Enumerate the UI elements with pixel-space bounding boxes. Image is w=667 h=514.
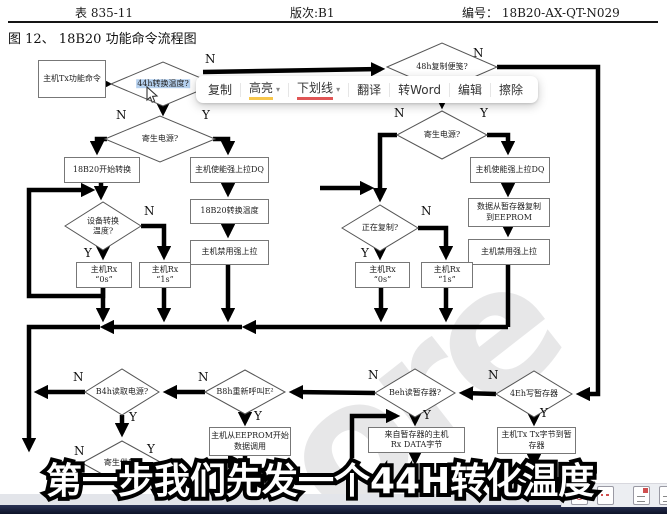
doc-fold-icon[interactable] [633, 486, 650, 505]
branch-label-n: N [116, 108, 127, 122]
menu-item-label: 复制 [208, 82, 233, 97]
flow-box-tx-bytes: 主机Tx Tx字节到暂 存器 [497, 427, 576, 454]
flow-box-disable-pullup-right: 主机禁用强上拉 [468, 239, 550, 265]
flow-box-start: 主机Tx功能命令 [38, 60, 106, 98]
selected-text[interactable]: 44h转换温度? [136, 79, 190, 89]
branch-label-n: N [74, 444, 85, 458]
menu-item-edit[interactable]: 编辑 [450, 81, 490, 99]
chevron-down-icon[interactable]: ▾ [336, 85, 341, 94]
branch-label-y: Y [361, 246, 369, 260]
branch-label-y: Y [129, 410, 137, 424]
flow-diamond-beh: Beh读暂存器? [388, 388, 442, 398]
menu-item-copy[interactable]: 复制 [200, 81, 240, 99]
flow-box-start-convert: 18B20开始转换 [64, 157, 140, 183]
doc-target-icon[interactable] [571, 486, 588, 505]
menu-item-label: 擦除 [498, 82, 523, 97]
figure-title: 图 12、 18B20 功能命令流程图 [8, 32, 197, 47]
flow-box-convert-temp: 18B20转换温度 [190, 199, 269, 224]
header-table-no: 表 835-11 [75, 6, 134, 20]
branch-label-y: Y [202, 108, 210, 122]
branch-label-n: N [473, 46, 484, 60]
menu-item-label: 编辑 [457, 82, 482, 97]
flow-diamond-parasite-left: 寄生电源? [141, 134, 179, 144]
menu-divider [348, 82, 350, 97]
flow-diamond-4eh: 4Eh写暂存器 [509, 389, 559, 399]
header-divider [8, 21, 658, 23]
branch-label-n: N [488, 368, 499, 382]
flow-box-enable-pullup-right: 主机使能强上拉DQ [470, 157, 550, 183]
branch-label-y: Y [147, 442, 155, 456]
branch-label-y: Y [480, 106, 488, 120]
flow-diamond-parasite-right: 寄生电源? [423, 130, 461, 140]
menu-divider [288, 82, 290, 97]
menu-item-label: 下划线 [297, 79, 334, 100]
menu-item-erase[interactable]: 擦除 [491, 81, 531, 99]
branch-label-n: N [73, 370, 84, 384]
menu-item-label: 高亮 [249, 79, 274, 100]
header-version: 版次:B1 [290, 6, 335, 20]
menu-item-label: 转Word [398, 82, 441, 97]
menu-item-underline[interactable]: 下划线▾ [289, 79, 348, 100]
flow-box-rx1-right: 主机Rx “1s” [421, 262, 473, 288]
flow-diamond-44h: 44h转换温度? [136, 79, 190, 89]
menu-item-translate[interactable]: 翻译 [349, 81, 389, 99]
flow-diamond-b8h: B8h重新呼叫E² [216, 387, 274, 397]
branch-label-n: N [368, 368, 379, 382]
branch-label-n: N [144, 204, 155, 218]
branch-label-n: N [421, 204, 432, 218]
mouse-cursor-icon [146, 86, 159, 103]
flow-box-rx0-left: 主机Rx “0s” [76, 262, 132, 288]
bottom-navy-bar [0, 505, 667, 514]
branch-label-n: N [394, 106, 405, 120]
flow-diamond-48h: 48h复制便笺? [416, 62, 468, 72]
doc-fold-icon[interactable] [659, 486, 667, 505]
menu-item-highlight[interactable]: 高亮▾ [241, 79, 288, 100]
branch-label-y: Y [254, 409, 262, 423]
branch-label-y: Y [423, 408, 431, 422]
doc-dots-icon[interactable] [597, 486, 614, 505]
flow-box-rx0-right: 主机Rx “0s” [355, 262, 410, 288]
context-menu: 复制 高亮▾ 下划线▾ 翻译 转Word 编辑 擦除 [196, 76, 538, 103]
flow-box-disable-pullup-left: 主机禁用强上拉 [190, 240, 269, 265]
menu-divider [489, 82, 491, 97]
flow-diamond-parasite-supply: 寄生供电? [103, 458, 141, 468]
header-doc-no: 编号： 18B20-AX-QT-N029 [462, 6, 620, 20]
flow-box-copy-eeprom: 数据从暂存器复制 到EEPROM [468, 198, 550, 227]
bottom-tool-strip [561, 483, 667, 507]
flow-box-rx-data: 来自暂存器的主机 Rx DATA字节 [368, 427, 465, 453]
branch-label-y: Y [84, 246, 92, 260]
branch-label-y: Y [540, 406, 548, 420]
flow-diamond-copying: 正在复制? [361, 223, 399, 233]
flow-diamond-b4h: B4h读取电源? [95, 387, 149, 397]
branch-label-n: N [198, 370, 209, 384]
bottom-gray-band [0, 494, 667, 506]
menu-item-label: 翻译 [357, 82, 382, 97]
flow-box-enable-pullup-left: 主机使能强上拉DQ [190, 157, 269, 183]
flow-box-eeprom-recall: 主机从EEPROM开始 数据调用 [209, 427, 291, 456]
menu-item-to-word[interactable]: 转Word [390, 81, 449, 99]
menu-divider [240, 82, 242, 97]
video-subtitle: 第一步我们先发一个44H转化温度 [42, 457, 598, 506]
menu-divider [389, 82, 391, 97]
menu-divider [448, 82, 450, 97]
branch-label-n: N [205, 52, 216, 66]
flow-diamond-device-converting: 设备转换 温度? [87, 216, 119, 235]
subtitle-text: 第一步我们先发一个44H转化温度 [46, 461, 594, 502]
chevron-down-icon[interactable]: ▾ [276, 85, 281, 94]
flow-box-rx1-left: 主机Rx “1s” [139, 262, 191, 288]
